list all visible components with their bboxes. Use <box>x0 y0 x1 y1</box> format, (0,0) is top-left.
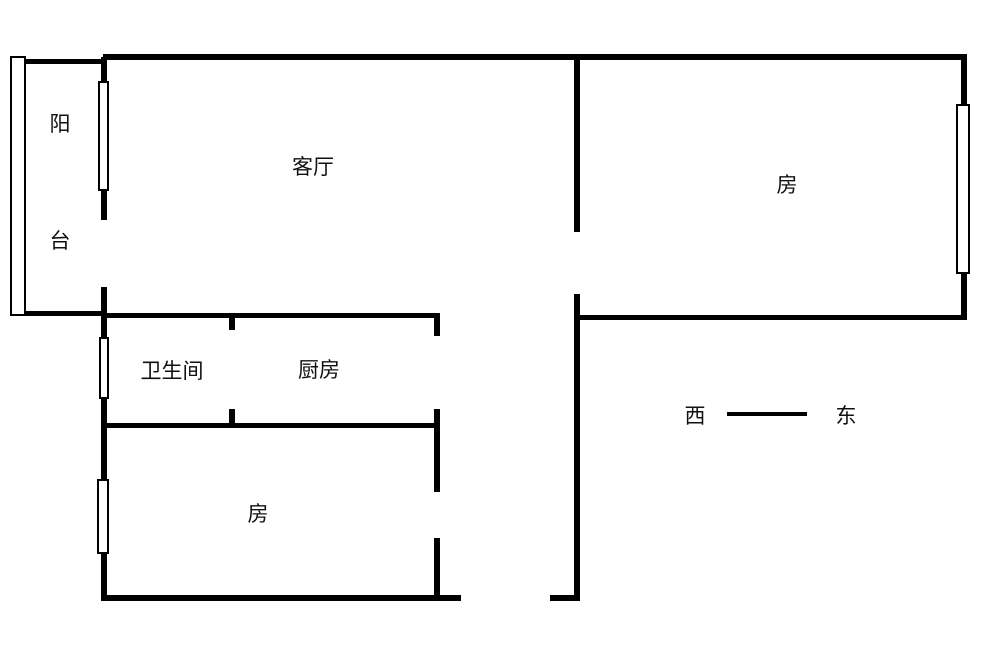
left-wall-lower <box>101 287 107 601</box>
balcony-top-wall <box>25 59 105 64</box>
wall-stub <box>229 409 235 425</box>
orientation-indicator: 西 东 <box>685 404 857 428</box>
wall-stub <box>229 315 235 330</box>
bathroom-window <box>99 337 109 399</box>
bottom-wall-right <box>550 595 578 601</box>
wall-stub <box>434 315 440 336</box>
west-label: 西 <box>685 404 706 428</box>
balcony-window <box>10 56 26 316</box>
east-window <box>956 104 970 274</box>
walls <box>10 54 970 601</box>
corridor-wall-lower <box>574 294 580 601</box>
bedroom-window <box>97 479 109 554</box>
balcony-bottom-wall <box>25 311 105 316</box>
bathroom-label: 卫生间 <box>141 359 204 383</box>
east-bedroom-label: 房 <box>777 173 798 197</box>
east-room-bottom-wall <box>577 315 967 320</box>
living-room-label: 客厅 <box>292 155 334 179</box>
bedroom-right-wall-upper <box>434 409 440 492</box>
balcony-label-2: 台 <box>50 229 71 253</box>
corridor-wall-upper <box>574 57 580 232</box>
west-bedroom-label: 房 <box>248 502 269 526</box>
orientation-line <box>727 412 807 416</box>
balcony-label-1: 阳 <box>50 112 71 136</box>
living-bottom-wall <box>103 313 440 318</box>
bottom-wall-left <box>103 595 461 601</box>
kitchen-bottom-wall <box>103 423 440 428</box>
top-wall <box>103 54 967 60</box>
living-window <box>98 81 109 191</box>
east-label: 东 <box>836 404 857 428</box>
bedroom-right-wall-lower <box>434 538 440 599</box>
kitchen-label: 厨房 <box>298 358 340 382</box>
